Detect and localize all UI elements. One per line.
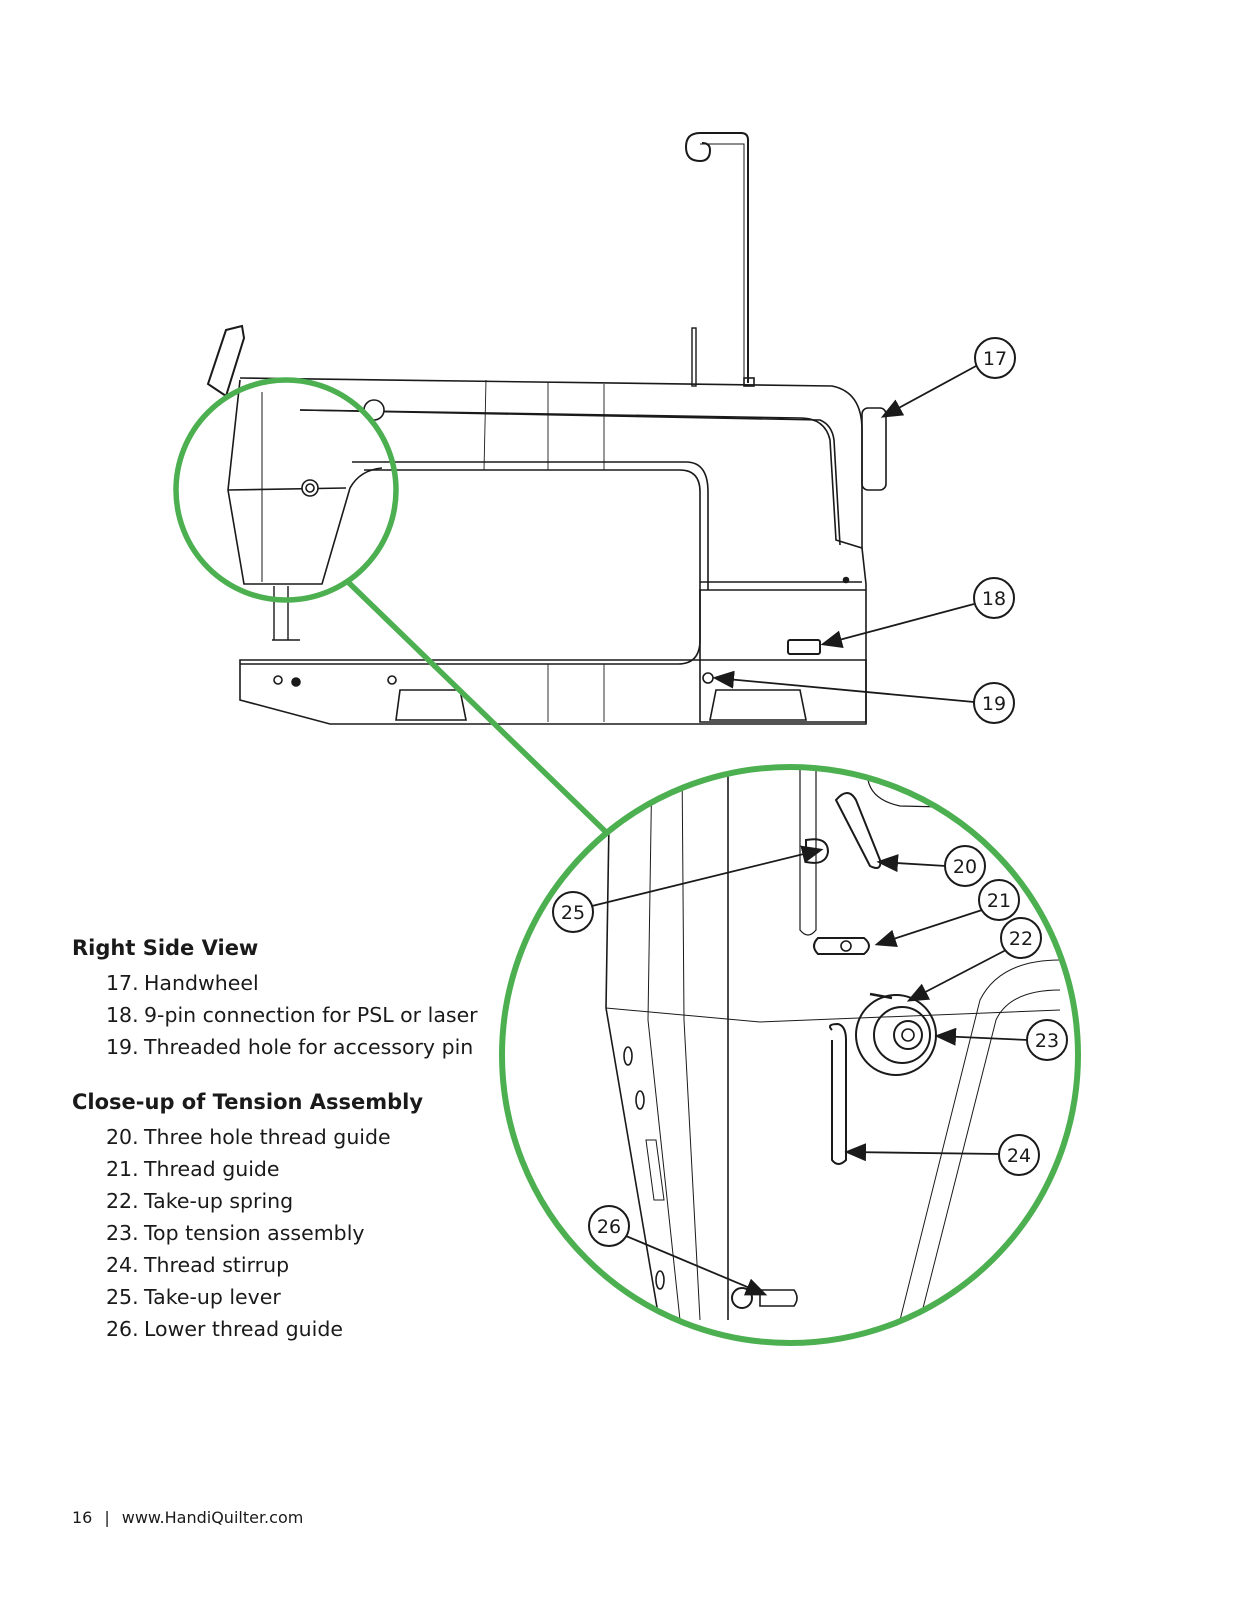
right-side-list: 17.Handwheel 18.9-pin connection for PSL…	[72, 967, 532, 1063]
closeup-list: 20.Three hole thread guide 21.Thread gui…	[72, 1121, 532, 1345]
svg-text:26: 26	[597, 1216, 621, 1238]
callout-18: 18	[973, 577, 1015, 619]
svg-text:17: 17	[983, 348, 1007, 370]
footer-separator: |	[104, 1508, 110, 1527]
tension-assembly-closeup	[499, 764, 1081, 1346]
list-item: 20.Three hole thread guide	[106, 1125, 391, 1149]
svg-text:21: 21	[987, 890, 1011, 912]
svg-text:25: 25	[561, 902, 585, 924]
page-footer: 16 | www.HandiQuilter.com	[72, 1508, 303, 1527]
list-item: 24.Thread stirrup	[106, 1253, 290, 1277]
right-side-heading: Right Side View	[72, 936, 259, 960]
parts-legend: Right Side View 17.Handwheel 18.9-pin co…	[72, 933, 532, 1345]
closeup-heading: Close-up of Tension Assembly	[72, 1090, 424, 1114]
sewing-machine-side-view	[206, 132, 887, 725]
list-item: 25.Take-up lever	[106, 1285, 281, 1309]
machine-small-parts	[273, 399, 850, 687]
svg-text:19: 19	[982, 693, 1006, 715]
callout-21: 21	[978, 879, 1020, 921]
list-item: 22.Take-up spring	[106, 1189, 294, 1213]
callout-24: 24	[998, 1134, 1040, 1176]
list-item: 26.Lower thread guide	[106, 1317, 343, 1341]
list-item: 17.Handwheel	[106, 971, 259, 995]
page-number: 16	[72, 1508, 93, 1527]
list-item: 19.Threaded hole for accessory pin	[106, 1035, 474, 1059]
list-item: 21.Thread guide	[106, 1157, 280, 1181]
footer-url[interactable]: www.HandiQuilter.com	[121, 1508, 304, 1527]
callout-20: 20	[944, 845, 986, 887]
svg-text:18: 18	[982, 588, 1006, 610]
callout-22: 22	[1000, 917, 1042, 959]
callout-25: 25	[552, 891, 594, 933]
callout-leaders	[591, 365, 1029, 1296]
callout-23: 23	[1026, 1019, 1068, 1061]
svg-text:23: 23	[1035, 1030, 1059, 1052]
svg-text:24: 24	[1007, 1145, 1031, 1167]
list-item: 23.Top tension assembly	[106, 1221, 365, 1245]
callout-19: 19	[973, 682, 1015, 724]
callout-26: 26	[588, 1205, 630, 1247]
svg-text:22: 22	[1009, 928, 1033, 950]
list-item: 18.9-pin connection for PSL or laser	[106, 1003, 478, 1027]
callout-17: 17	[974, 337, 1016, 379]
highlight-indicator	[173, 377, 610, 836]
svg-text:20: 20	[953, 856, 977, 878]
